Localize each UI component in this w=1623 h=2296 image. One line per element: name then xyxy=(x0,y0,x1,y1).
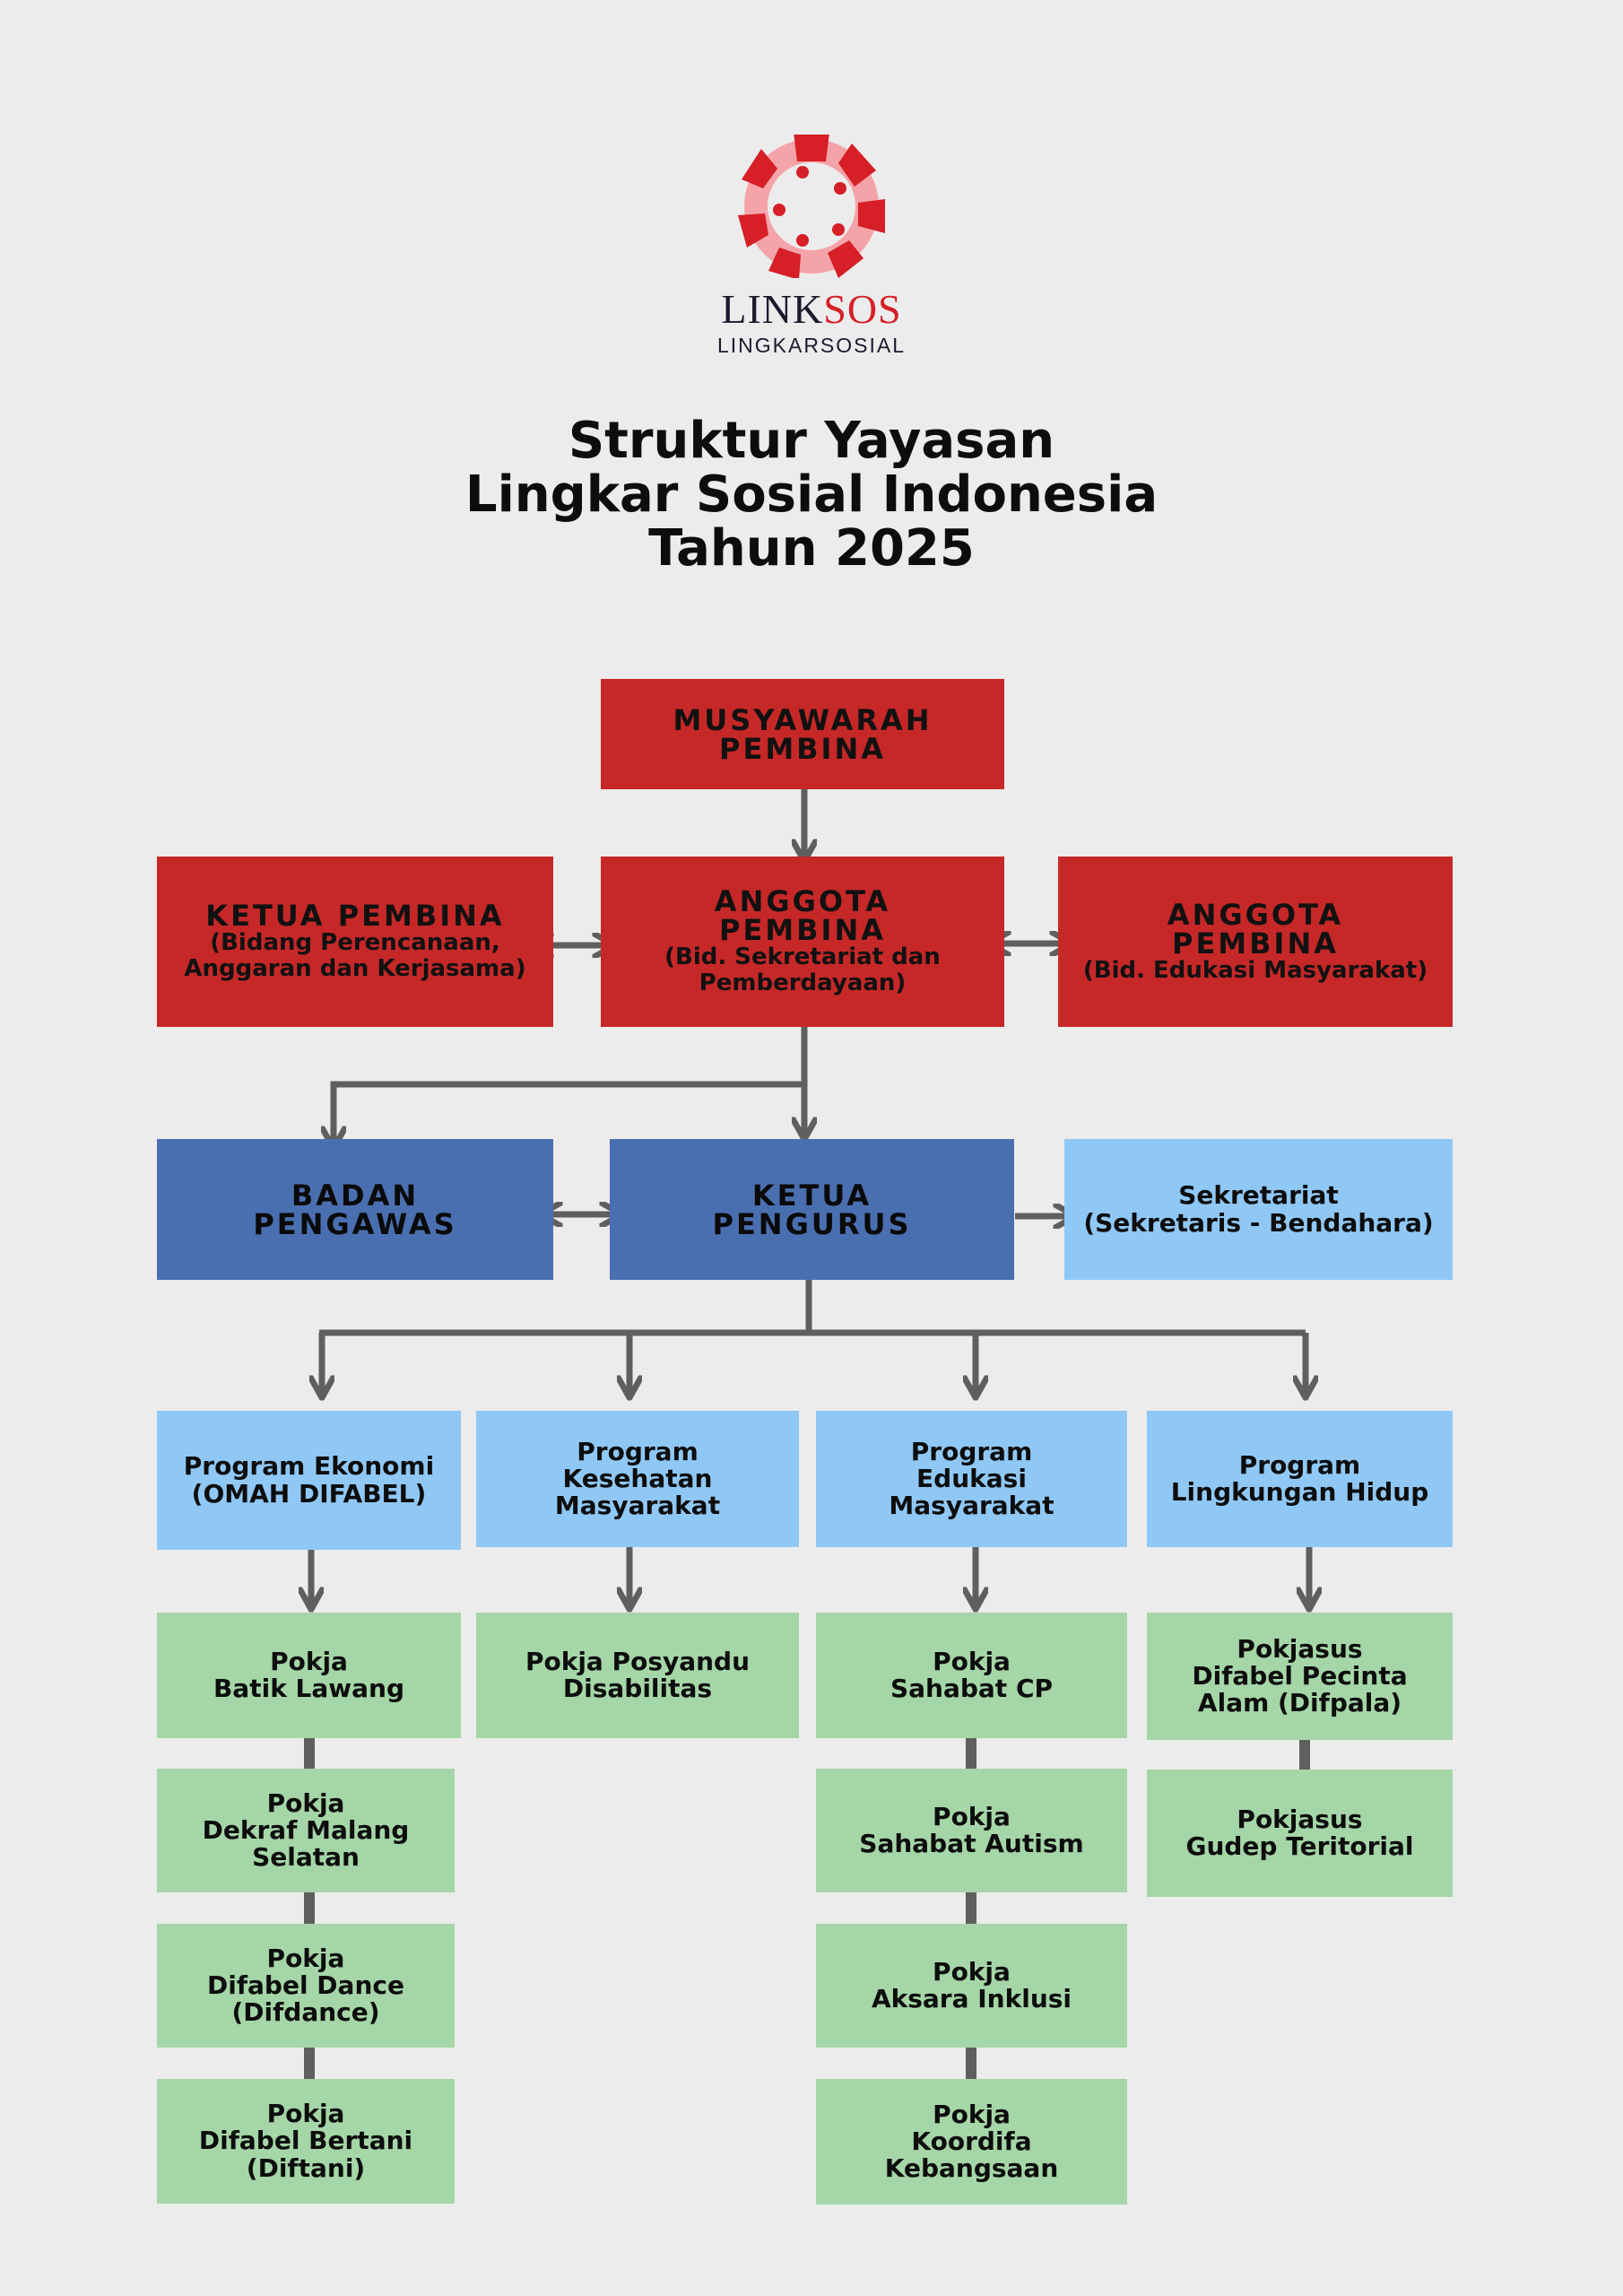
pokja-label: Pokja Dekraf Malang Selatan xyxy=(202,1787,410,1873)
ketua-pembina-box: KETUA PEMBINA (Bidang Perencanaan, Angga… xyxy=(157,857,553,1027)
musyawarah-pembina-label: MUSYAWARAH PEMBINA xyxy=(673,702,933,766)
musyawarah-pembina-box: MUSYAWARAH PEMBINA xyxy=(601,679,1004,789)
title-line-1: Struktur Yayasan xyxy=(568,412,1055,470)
pokja-batik-lawang-box: Pokja Batik Lawang xyxy=(157,1613,461,1738)
program-lingkungan-box: Program Lingkungan Hidup xyxy=(1147,1411,1453,1547)
program-lingkungan-label: Program Lingkungan Hidup xyxy=(1170,1449,1429,1507)
sekretariat-label: Sekretariat (Sekretaris - Bendahara) xyxy=(1083,1180,1434,1238)
sekretariat-box: Sekretariat (Sekretaris - Bendahara) xyxy=(1064,1139,1453,1280)
pokja-posyandu-box: Pokja Posyandu Disabilitas xyxy=(476,1613,799,1738)
ketua-pengurus-label: KETUA PENGURUS xyxy=(712,1178,912,1241)
program-edukasi-box: Program Edukasi Masyarakat xyxy=(816,1411,1127,1547)
program-kesehatan-box: Program Kesehatan Masyarakat xyxy=(476,1411,799,1547)
program-edukasi-label: Program Edukasi Masyarakat xyxy=(889,1436,1055,1521)
title-line-3: Tahun 2025 xyxy=(648,519,975,578)
anggota-pembina-1-box: ANGGOTA PEMBINA (Bid. Sekretariat dan Pe… xyxy=(601,857,1004,1027)
anggota-pembina-1-label: ANGGOTA PEMBINA xyxy=(714,884,891,948)
anggota-pembina-1-detail: (Bid. Sekretariat dan Pemberdayaan) xyxy=(664,944,941,996)
pokja-label: Pokjasus Gudep Teritorial xyxy=(1185,1804,1414,1861)
logo-name: LINKSOS xyxy=(699,285,924,333)
pokja-label: Pokja Aksara Inklusi xyxy=(871,1956,1072,2013)
pokja-label: Pokja Posyandu Disabilitas xyxy=(525,1646,751,1703)
program-kesehatan-label: Program Kesehatan Masyarakat xyxy=(554,1436,721,1521)
anggota-pembina-2-detail: (Bid. Edukasi Masyarakat) xyxy=(1082,956,1428,984)
program-ekonomi-label: Program Ekonomi (OMAH DIFABEL) xyxy=(183,1451,435,1509)
pokja-diftani-box: Pokja Difabel Bertani (Diftani) xyxy=(157,2079,455,2204)
pokja-label: Pokja Difabel Bertani (Diftani) xyxy=(198,2099,413,2183)
pokja-sahabat-autism-box: Pokja Sahabat Autism xyxy=(816,1769,1127,1892)
pokja-label: Pokja Difabel Dance (Difdance) xyxy=(207,1943,404,2028)
anggota-pembina-2-label: ANGGOTA PEMBINA xyxy=(1167,897,1344,961)
pokja-aksara-inklusi-box: Pokja Aksara Inklusi xyxy=(816,1924,1127,2048)
pokjasus-difpala-box: Pokjasus Difabel Pecinta Alam (Difpala) xyxy=(1147,1613,1453,1740)
pokja-label: Pokja Koordifa Kebangsaan xyxy=(884,2099,1059,2184)
pokjasus-gudep-box: Pokjasus Gudep Teritorial xyxy=(1147,1770,1453,1897)
logo-subtitle: LINGKARSOSIAL xyxy=(716,334,907,357)
pokja-koordifa-box: Pokja Koordifa Kebangsaan xyxy=(816,2079,1127,2205)
pokja-sahabat-cp-box: Pokja Sahabat CP xyxy=(816,1613,1127,1738)
pokja-label: Pokja Sahabat Autism xyxy=(859,1801,1084,1858)
pokja-label: Pokjasus Difabel Pecinta Alam (Difpala) xyxy=(1192,1633,1408,1718)
program-ekonomi-box: Program Ekonomi (OMAH DIFABEL) xyxy=(157,1411,461,1550)
title-line-2: Lingkar Sosial Indonesia xyxy=(464,465,1159,524)
logo-name-red: SOS xyxy=(823,286,902,332)
ketua-pembina-label: KETUA PEMBINA xyxy=(205,899,505,934)
arrow-anggota-badan-pengawas xyxy=(334,1081,804,1144)
ketua-pengurus-box: KETUA PENGURUS xyxy=(610,1139,1014,1280)
pokja-label: Pokja Batik Lawang xyxy=(213,1646,405,1703)
anggota-pembina-2-box: ANGGOTA PEMBINA (Bid. Edukasi Masyarakat… xyxy=(1058,857,1453,1027)
badan-pengawas-box: BADAN PENGAWAS xyxy=(157,1139,553,1280)
ketua-pembina-detail: (Bidang Perencanaan, Anggaran dan Kerjas… xyxy=(184,929,526,982)
puzzle-ring-icon xyxy=(738,135,885,278)
pokja-label: Pokja Sahabat CP xyxy=(890,1646,1054,1703)
pokja-difdance-box: Pokja Difabel Dance (Difdance) xyxy=(157,1924,455,2048)
badan-pengawas-label: BADAN PENGAWAS xyxy=(253,1178,457,1241)
page-title: Struktur Yayasan Lingkar Sosial Indonesi… xyxy=(0,414,1623,576)
linksos-logo: LINKSOS LINGKARSOSIAL xyxy=(699,135,924,359)
pokja-dekraf-box: Pokja Dekraf Malang Selatan xyxy=(157,1769,455,1892)
logo-name-dark: LINK xyxy=(721,286,824,332)
